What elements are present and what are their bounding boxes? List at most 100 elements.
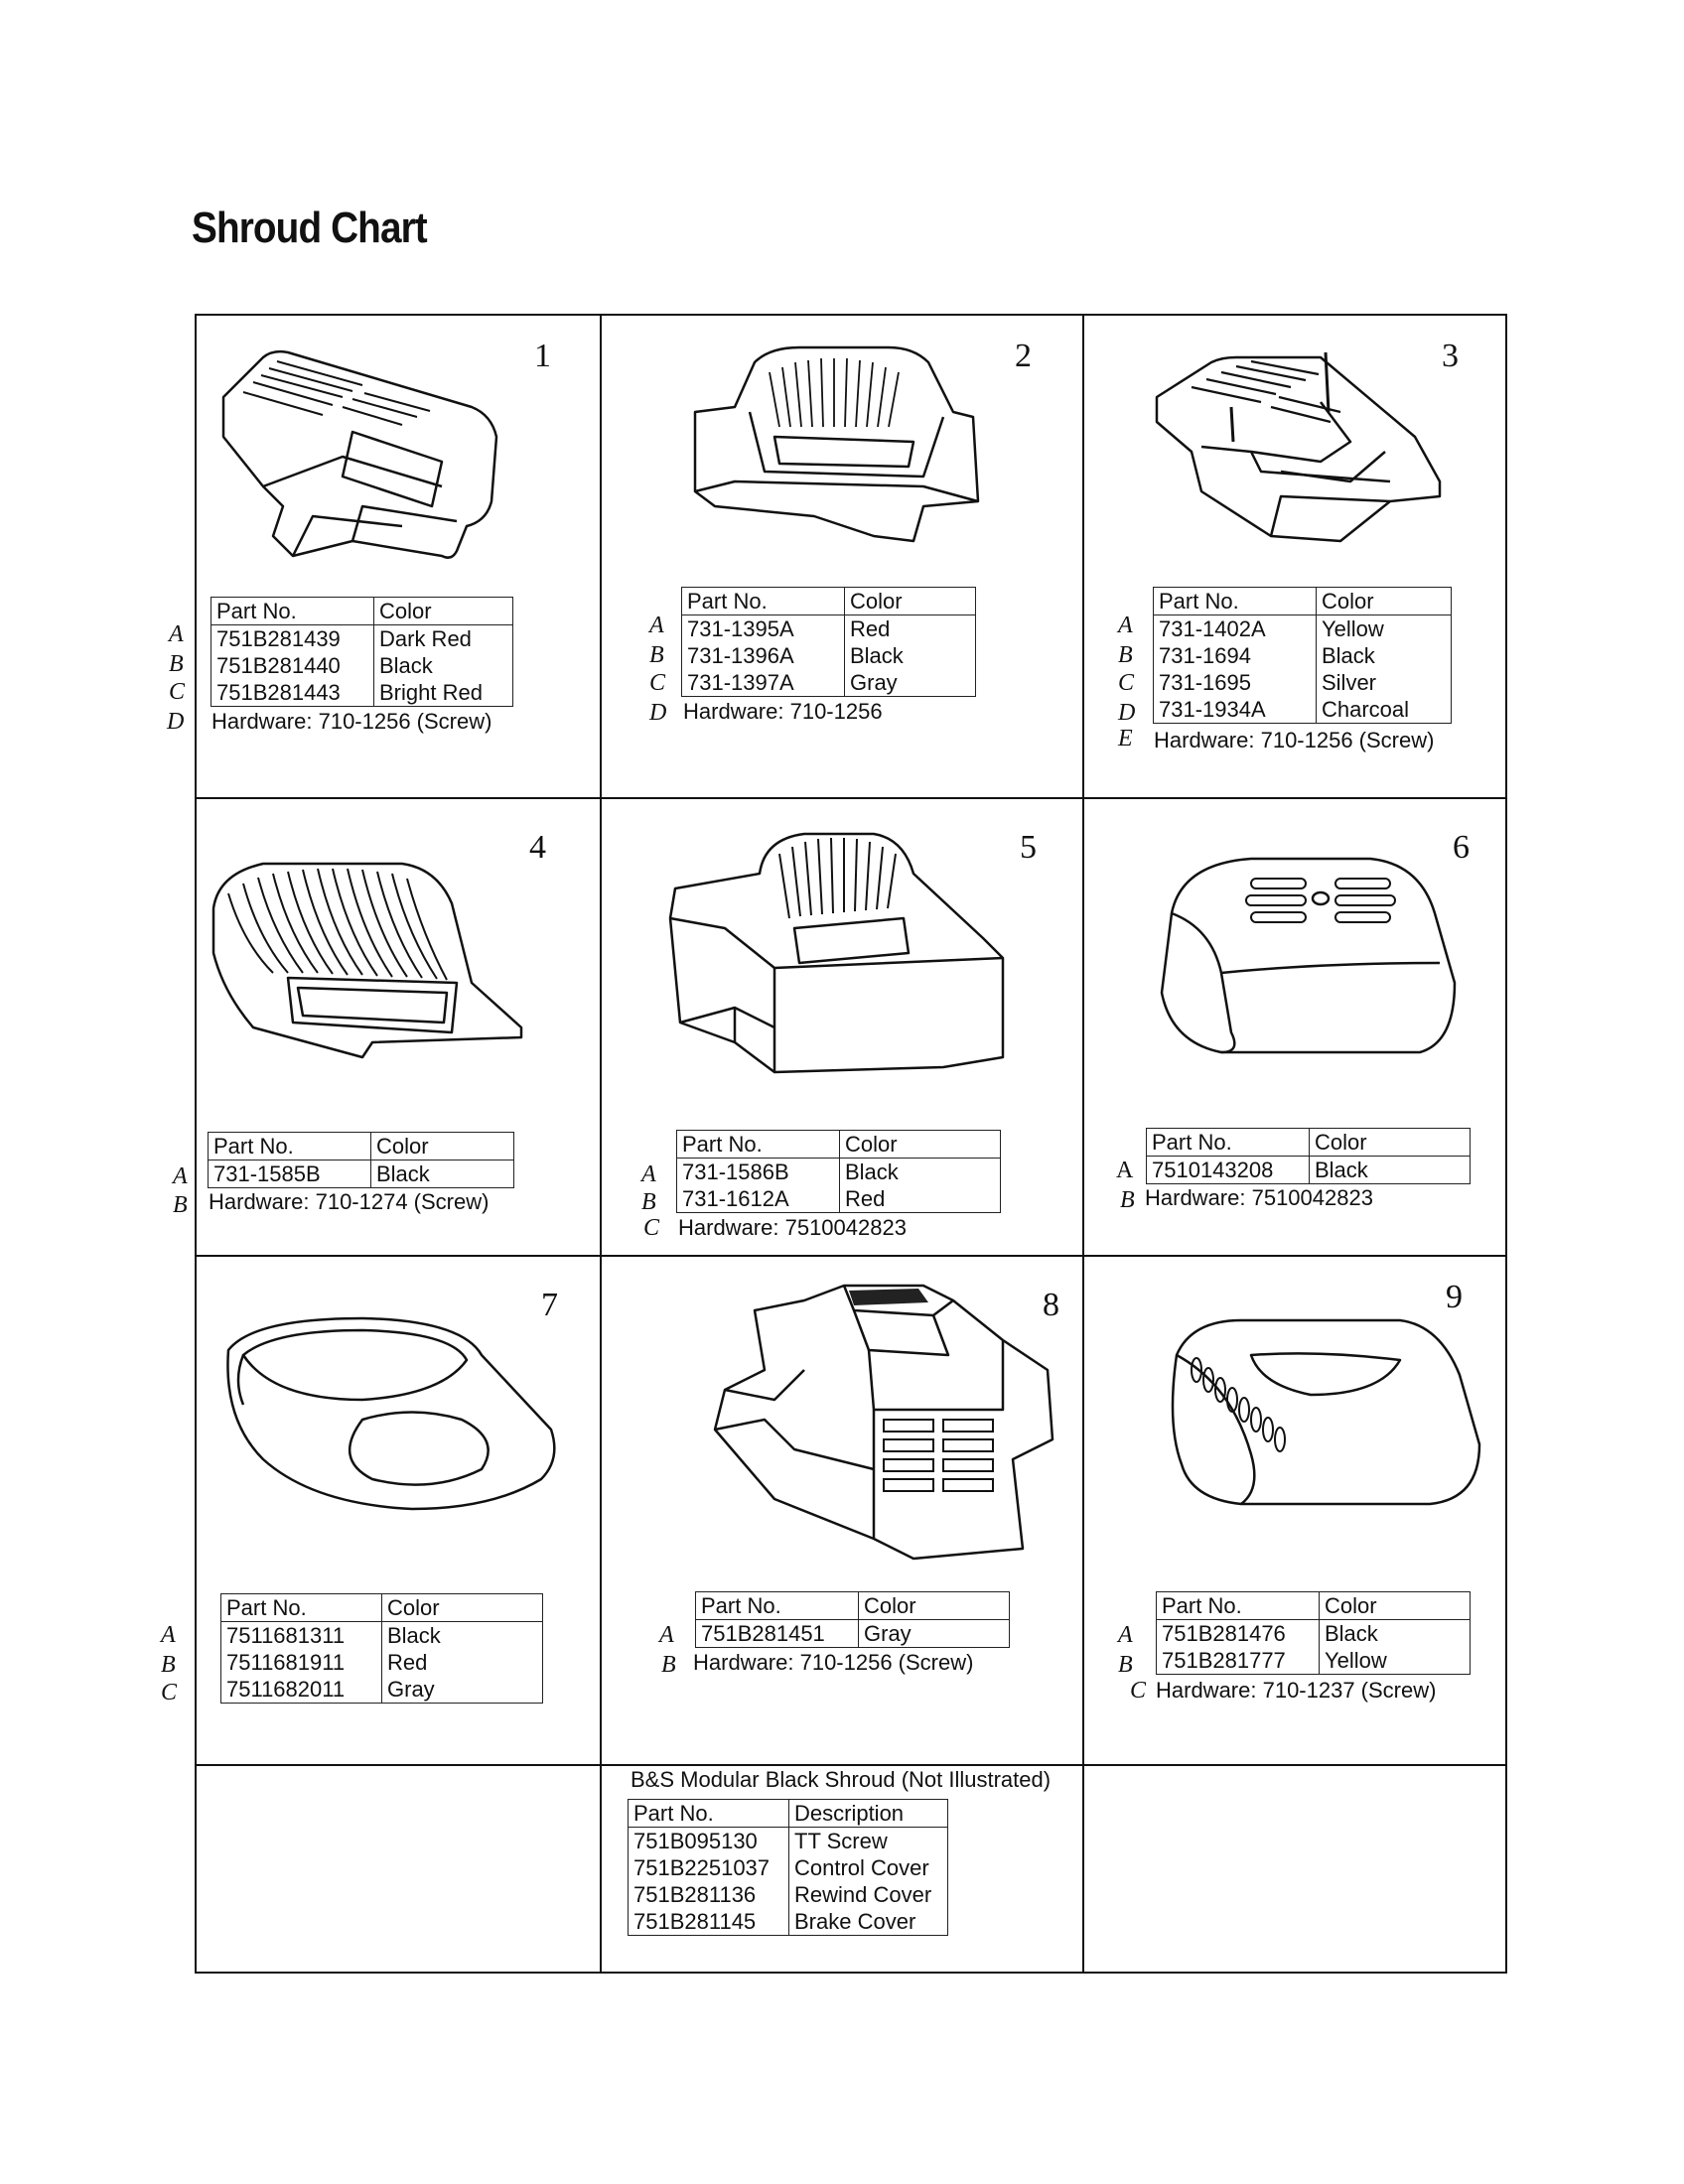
part-number: 751B281476 xyxy=(1156,1619,1320,1647)
part-number: 751B281145 xyxy=(628,1908,789,1936)
part-color: Black xyxy=(370,1160,514,1188)
cell-number: 3 xyxy=(1442,338,1459,374)
part-color: Charcoal xyxy=(1316,696,1452,724)
row-letter: A xyxy=(1118,613,1133,638)
row-letter: A xyxy=(161,1622,176,1648)
part-description: Control Cover xyxy=(788,1854,948,1881)
part-number: 7511681911 xyxy=(220,1649,382,1676)
hardware-note: Hardware: 7510042823 xyxy=(678,1215,907,1240)
part-number: 731-1694 xyxy=(1153,642,1317,669)
header-part: Part No. xyxy=(208,1132,371,1160)
part-description: TT Screw xyxy=(788,1827,948,1854)
shroud-illustration-7 xyxy=(226,1316,556,1511)
shroud-illustration-3 xyxy=(1155,351,1442,543)
hardware-note: Hardware: 710-1274 (Screw) xyxy=(209,1189,490,1214)
header-part: Part No. xyxy=(1146,1128,1310,1157)
part-color: Yellow xyxy=(1319,1647,1471,1675)
header-color: Color xyxy=(373,597,513,625)
row-letter: C xyxy=(643,1215,660,1241)
part-number: 731-1395A xyxy=(681,614,845,642)
row-letter: A xyxy=(659,1622,674,1648)
row-letter: B xyxy=(1118,642,1133,668)
row-letter: A xyxy=(173,1163,188,1189)
header-color: Color xyxy=(370,1132,514,1160)
part-number: 7510143208 xyxy=(1146,1156,1310,1184)
part-color: Gray xyxy=(381,1676,543,1704)
row-letter: B xyxy=(169,651,184,677)
cell-number: 8 xyxy=(1043,1287,1059,1323)
part-number: 751B281451 xyxy=(695,1619,859,1648)
part-number: 731-1612A xyxy=(676,1185,840,1213)
row-letter: A xyxy=(649,613,664,638)
shroud-illustration-9 xyxy=(1171,1318,1481,1506)
part-color: Black xyxy=(839,1158,1001,1185)
part-number: 7511682011 xyxy=(220,1676,382,1704)
shroud-illustration-2 xyxy=(693,345,980,543)
row-letter: B xyxy=(641,1189,656,1215)
part-color: Black xyxy=(1316,642,1452,669)
header-part: Part No. xyxy=(628,1799,789,1828)
part-color: Black xyxy=(381,1621,543,1649)
part-color: Red xyxy=(839,1185,1001,1213)
shroud-chart-grid xyxy=(195,314,1507,1974)
part-number: 731-1695 xyxy=(1153,669,1317,696)
grid-divider xyxy=(195,1255,1507,1257)
cell-number: 2 xyxy=(1015,338,1032,374)
header-part: Part No. xyxy=(1153,587,1317,615)
row-letter: D xyxy=(167,709,185,735)
part-number: 731-1585B xyxy=(208,1160,371,1188)
header-part: Part No. xyxy=(695,1591,859,1620)
row-letter: A xyxy=(641,1161,656,1187)
part-number: 751B281439 xyxy=(210,624,374,652)
shroud-illustration-1 xyxy=(221,349,498,559)
row-letter: A xyxy=(1118,1622,1133,1648)
header-color: Color xyxy=(839,1130,1001,1159)
part-description: Rewind Cover xyxy=(788,1881,948,1908)
hardware-note: Hardware: 710-1256 (Screw) xyxy=(693,1650,974,1675)
part-number: 751B2251037 xyxy=(628,1854,789,1881)
row-letter: C xyxy=(649,670,666,696)
part-number: 731-1396A xyxy=(681,642,845,669)
grid-divider xyxy=(195,797,1507,799)
part-number: 731-1402A xyxy=(1153,614,1317,642)
bs-modular-title: B&S Modular Black Shroud (Not Illustrate… xyxy=(631,1767,1052,1792)
part-number: 731-1934A xyxy=(1153,696,1317,724)
part-color: Silver xyxy=(1316,669,1452,696)
header-color: Color xyxy=(844,587,976,615)
part-color: Bright Red xyxy=(373,679,513,707)
part-number: 731-1586B xyxy=(676,1158,840,1185)
header-color: Color xyxy=(858,1591,1010,1620)
row-letter: B xyxy=(1120,1187,1135,1213)
grid-divider xyxy=(195,1764,1507,1766)
row-letter: B xyxy=(1118,1652,1133,1678)
shroud-illustration-5 xyxy=(668,832,1005,1074)
row-letter: D xyxy=(649,700,667,726)
cell-number: 5 xyxy=(1020,829,1037,866)
part-color: Black xyxy=(373,652,513,679)
row-letter: C xyxy=(1118,670,1135,696)
hardware-note: Hardware: 710-1237 (Screw) xyxy=(1156,1678,1437,1703)
shroud-illustration-8 xyxy=(713,1284,1054,1561)
hardware-note: Hardware: 710-1256 (Screw) xyxy=(211,709,492,734)
shroud-illustration-4 xyxy=(211,862,523,1059)
part-color: Yellow xyxy=(1316,614,1452,642)
row-letter: B xyxy=(649,642,664,668)
row-letter: C xyxy=(161,1680,178,1706)
part-number: 751B281443 xyxy=(210,679,374,707)
shroud-illustration-6 xyxy=(1160,857,1457,1054)
part-number: 751B095130 xyxy=(628,1827,789,1854)
header-color: Color xyxy=(1316,587,1452,615)
hardware-note: Hardware: 710-1256 xyxy=(683,699,883,724)
page-title: Shroud Chart xyxy=(192,204,428,252)
row-letter: E xyxy=(1118,726,1133,751)
grid-divider xyxy=(1082,316,1084,1974)
